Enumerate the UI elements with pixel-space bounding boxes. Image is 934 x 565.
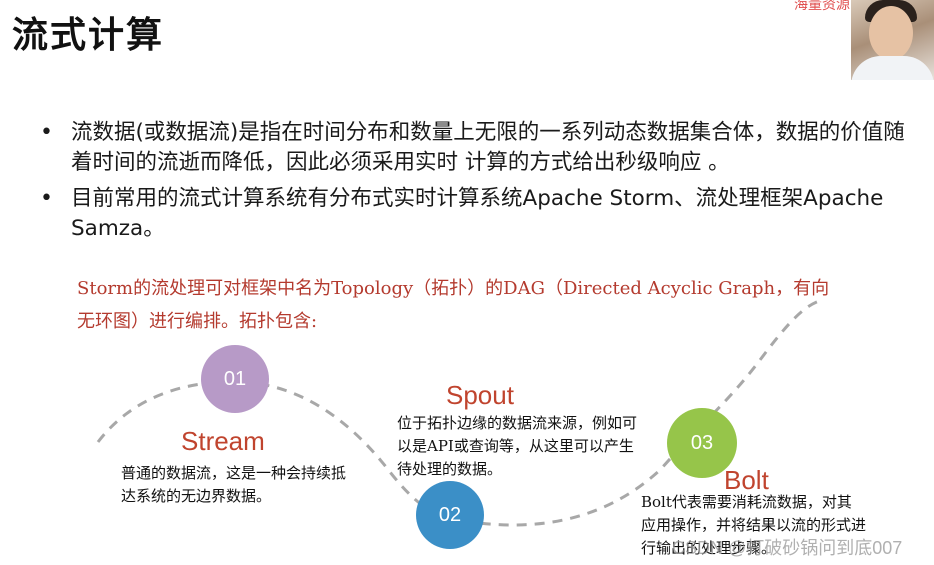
stream-title: Stream <box>181 426 265 456</box>
top-watermark: 海量资源 9f9f9f9f <box>794 0 854 13</box>
bullet-dot-icon: • <box>40 120 53 145</box>
webcam-face <box>869 6 913 60</box>
bullet-list: • 流数据(或数据流)是指在时间分布和数量上无限的一系列动态数据集合体，数据的价… <box>40 118 910 250</box>
bullet-text: 目前常用的流式计算系统有分布式实时计算系统Apache Storm、流处理框架A… <box>71 186 884 241</box>
bullet-dot-icon: • <box>40 186 53 211</box>
bullet-item: • 流数据(或数据流)是指在时间分布和数量上无限的一系列动态数据集合体，数据的价… <box>40 118 910 178</box>
node-01-circle: 01 <box>201 345 269 413</box>
spout-title: Spout <box>446 380 514 410</box>
spout-description: 位于拓扑边缘的数据流来源，例如可以是API或查询等，从这里可以产生待处理的数据。 <box>397 414 638 478</box>
bolt-title: Bolt <box>724 465 769 495</box>
webcam-video <box>851 0 934 80</box>
csdn-watermark: CSDN @打破砂锅问到底007 <box>672 538 903 558</box>
node-02-circle: 02 <box>416 481 484 549</box>
bullet-text: 流数据(或数据流)是指在时间分布和数量上无限的一系列动态数据集合体，数据的价值随… <box>71 120 905 175</box>
node-number: 01 <box>223 367 247 390</box>
node-number: 03 <box>690 431 714 454</box>
stream-description: 普通的数据流，这是一种会持续抵达系统的无边界数据。 <box>121 464 347 505</box>
bolt-description: Bolt代表需要消耗流数据，对其应用操作，并将结果以流的形式进行输出的处理步骤。 <box>641 493 867 557</box>
node-03-circle: 03 <box>667 408 737 478</box>
node-number: 02 <box>438 503 462 526</box>
bullet-item: • 目前常用的流式计算系统有分布式实时计算系统Apache Storm、流处理框… <box>40 184 910 244</box>
webcam-body <box>851 56 934 80</box>
storm-intro-text: Storm的流处理可对框架中名为Topology（拓扑）的DAG（Directe… <box>77 278 830 332</box>
slide-title: 流式计算 <box>12 15 165 56</box>
